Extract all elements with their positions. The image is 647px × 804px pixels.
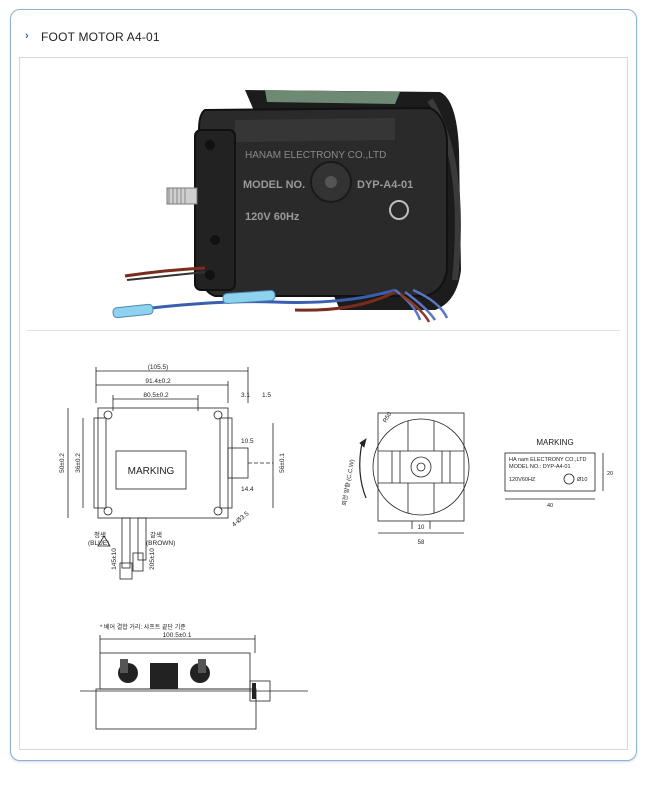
dim-left2: 36±0.2 bbox=[75, 453, 82, 473]
connector-left bbox=[112, 303, 154, 319]
dim-body: 91.4±0.2 bbox=[145, 378, 171, 385]
wire-left-en: (BLUE) bbox=[88, 540, 109, 547]
product-image-panel: HANAM ELECTRONY CO.,LTD MODEL NO. DYP-A4… bbox=[19, 57, 628, 750]
dim-inner: 80.5±0.2 bbox=[143, 392, 169, 399]
photo-label-model-number: DYP-A4-01 bbox=[357, 179, 413, 191]
dim-overall: (105.5) bbox=[148, 364, 169, 371]
dim-hole: 4-Ø3.5 bbox=[231, 510, 251, 528]
dim-length: 100.5±0.1 bbox=[163, 632, 192, 639]
photo-label-voltage: 120V 60Hz bbox=[245, 211, 300, 223]
dim-wire2: 205±10 bbox=[149, 548, 156, 570]
wire-right-en: (BROWN) bbox=[146, 540, 175, 547]
marking-plate-line3: 120V60HZ bbox=[509, 477, 536, 483]
marking-plate-line1: HA nam ELECTRONY CO.,LTD bbox=[509, 457, 586, 463]
wire-left-label: 청색 bbox=[94, 530, 106, 539]
marking-plate-dim-circle: Ø10 bbox=[577, 477, 587, 483]
front-view-drawing: (105.5) 91.4±0.2 80.5±0.2 3.1 1.5 10.5 1… bbox=[59, 364, 286, 580]
side-view-drawing: 회전 방향 (C.C.W) R50 10 58 bbox=[342, 411, 470, 546]
dim-right2: 14.4 bbox=[241, 486, 254, 493]
marking-label: MARKING bbox=[128, 466, 175, 477]
dim-angle: R50 bbox=[383, 411, 394, 424]
blue-wire bbox=[134, 288, 396, 312]
marking-plate-drawing: MARKING HA nam ELECTRONY CO.,LTD MODEL N… bbox=[504, 438, 613, 509]
section-note: * 베어 결합 거리: 샤프트 끝단 기준 bbox=[100, 623, 186, 631]
dim-small2: 1.5 bbox=[262, 392, 271, 399]
title-bar: › FOOT MOTOR A4-01 bbox=[11, 10, 636, 56]
marking-plate-title: MARKING bbox=[536, 438, 573, 447]
dim-right1: 10.5 bbox=[241, 438, 254, 445]
motor-shaft bbox=[166, 187, 198, 205]
photo-label-model: MODEL NO. bbox=[243, 179, 305, 191]
photo-label-company: HANAM ELECTRONY CO.,LTD bbox=[245, 150, 386, 161]
marking-plate-line2: MODEL NO.: DYP-A4-01 bbox=[509, 464, 571, 470]
section-view-drawing: * 베어 결합 거리: 샤프트 끝단 기준 100.5±0.1 bbox=[80, 623, 308, 730]
motor-photo: HANAM ELECTRONY CO.,LTD MODEL NO. DYP-A4… bbox=[112, 90, 461, 323]
dim-bottom1: 10 bbox=[418, 525, 425, 531]
front-plate bbox=[194, 129, 236, 291]
green-tape bbox=[265, 90, 400, 104]
dim-wire1: 145±10 bbox=[111, 548, 118, 570]
dim-bottom2: 58 bbox=[418, 540, 425, 546]
chevron-right-icon: › bbox=[25, 30, 29, 42]
marking-hole bbox=[389, 200, 409, 220]
product-title: FOOT MOTOR A4-01 bbox=[41, 30, 160, 44]
connector-right bbox=[222, 289, 276, 305]
marking-plate-dim-w: 40 bbox=[547, 503, 553, 509]
brown-wire bbox=[124, 266, 206, 278]
dim-right-h: 56±0.1 bbox=[279, 453, 286, 473]
wire-right-label: 갈색 bbox=[150, 530, 162, 539]
dim-small1: 3.1 bbox=[241, 392, 250, 399]
rotation-label: 회전 방향 (C.C.W) bbox=[342, 459, 356, 507]
product-card: › FOOT MOTOR A4-01 HANAM ELECTRONY CO.,L… bbox=[10, 9, 637, 761]
dim-left1: 50±0.2 bbox=[59, 453, 66, 473]
marking-plate-dim-h: 20 bbox=[607, 471, 613, 477]
divider bbox=[27, 330, 620, 331]
